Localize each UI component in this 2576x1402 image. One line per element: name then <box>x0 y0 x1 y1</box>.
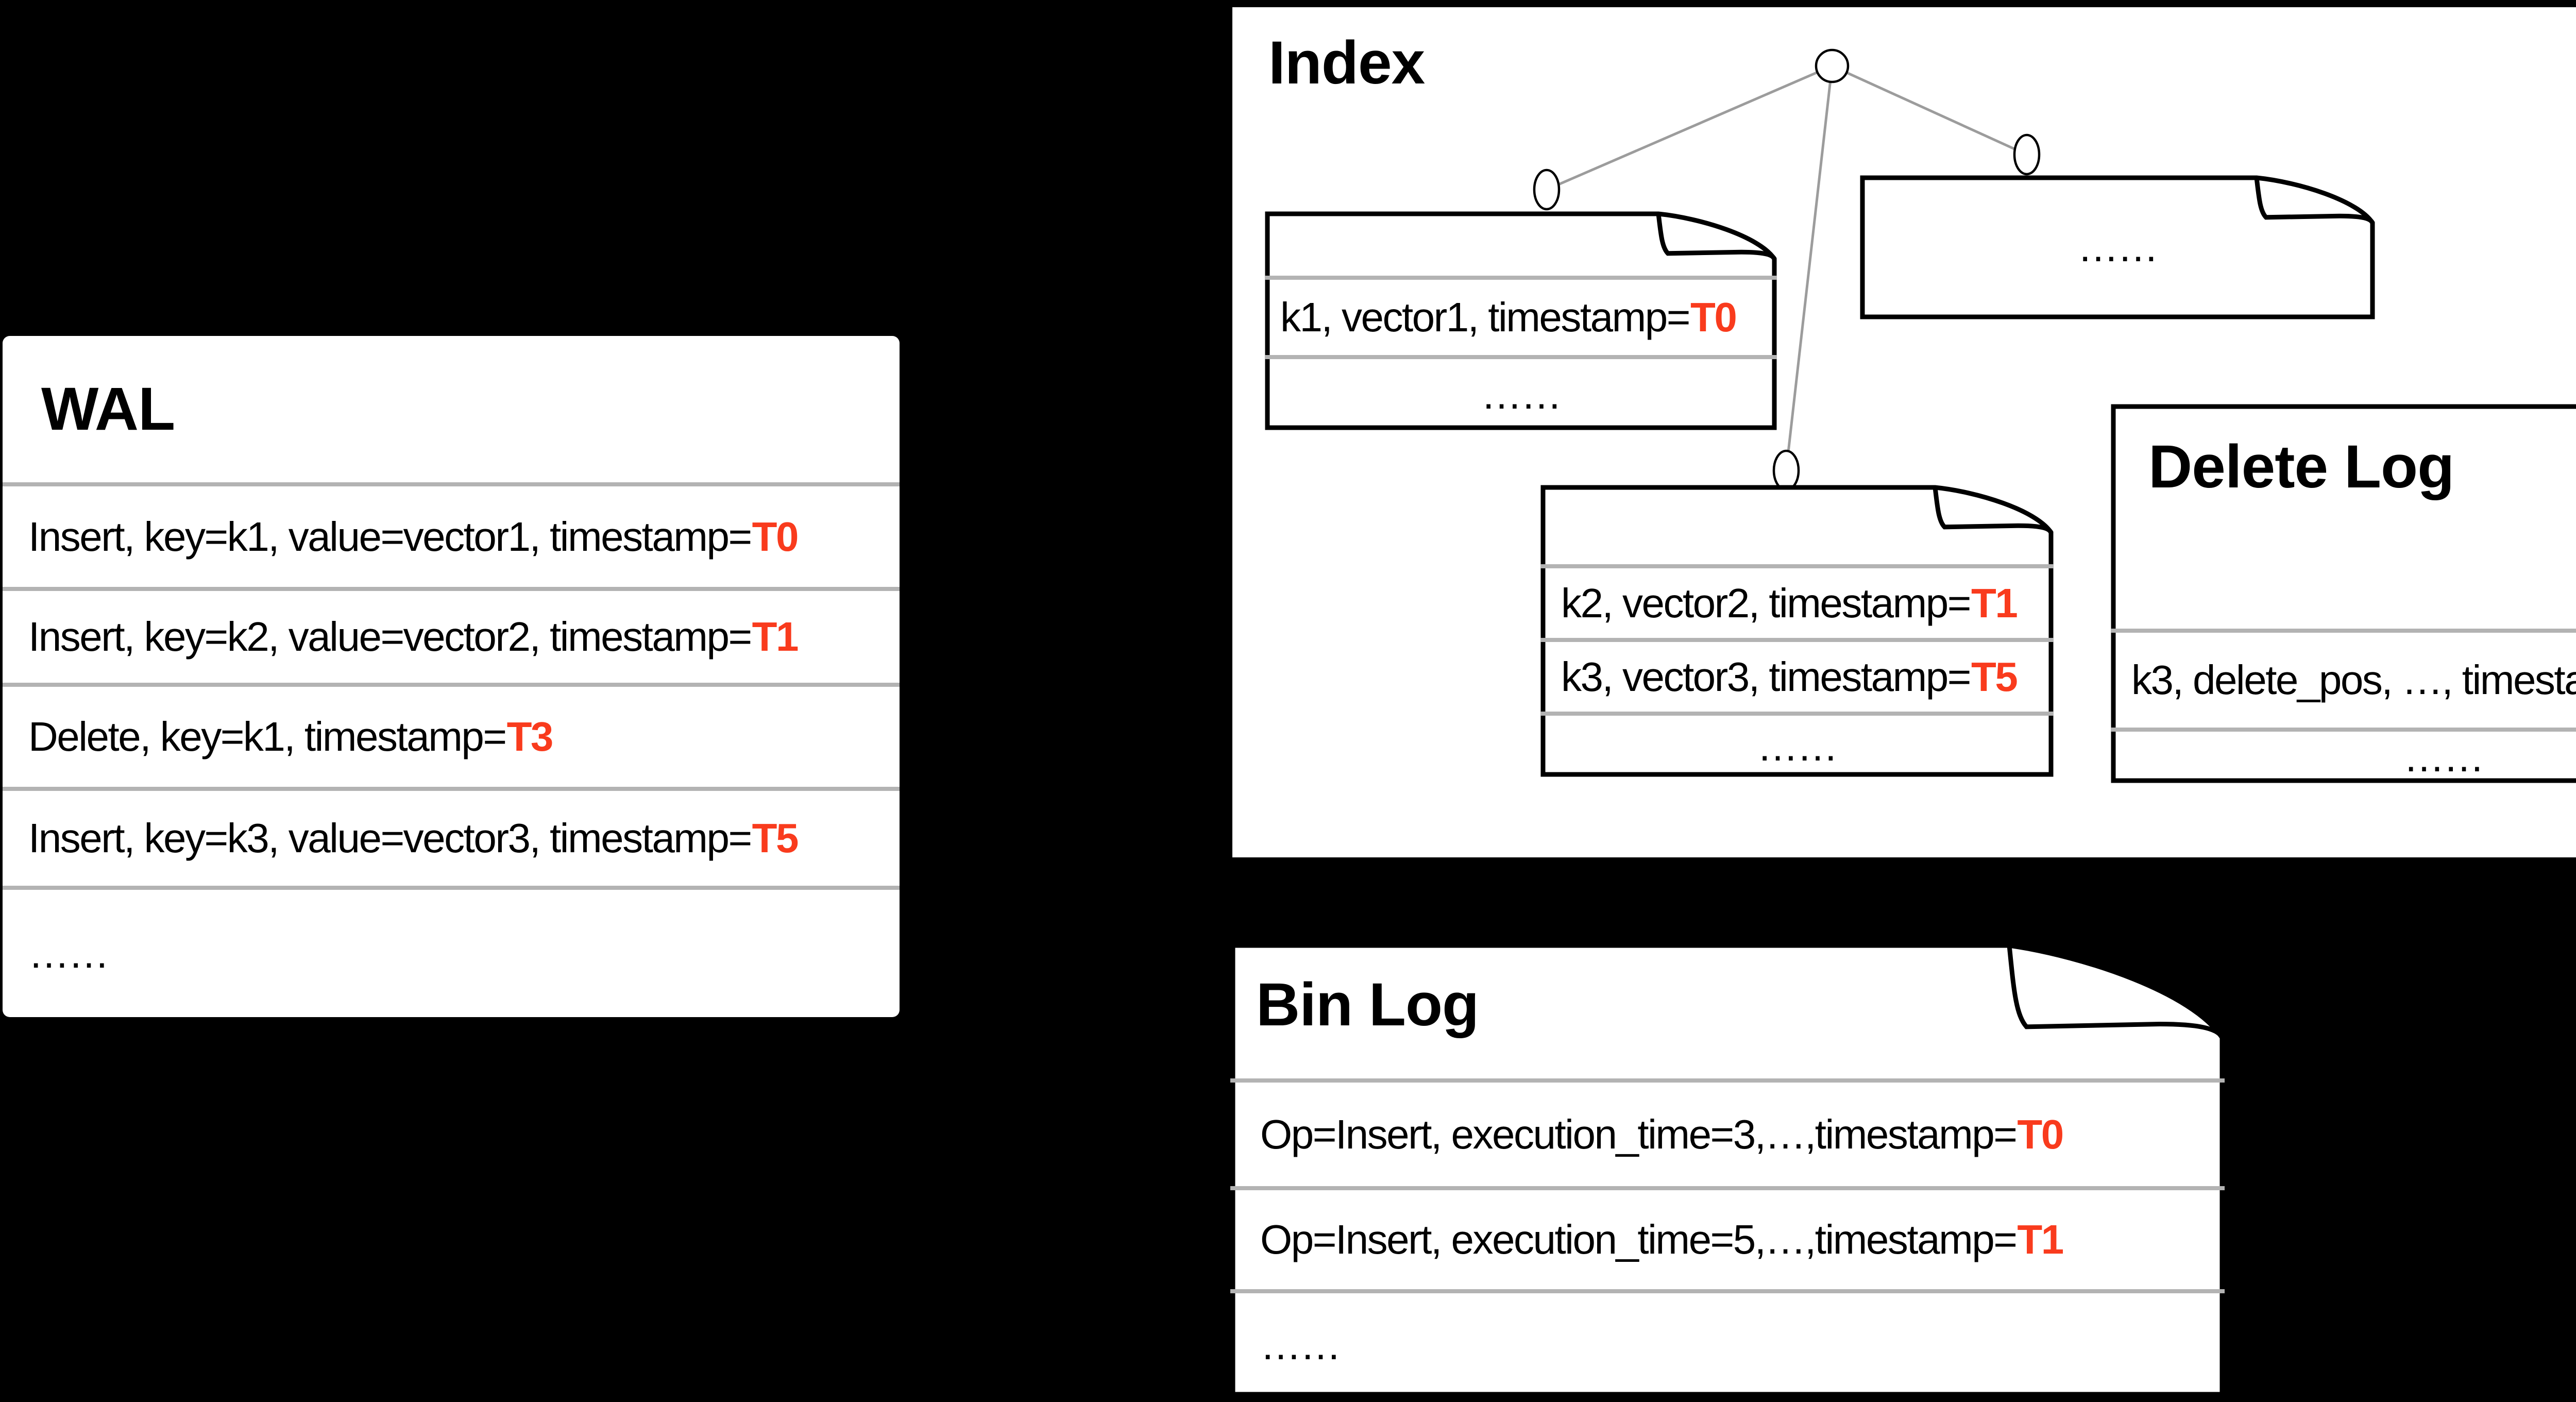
timestamp-value: T0 <box>1690 294 1737 340</box>
index-segment-doc-k2: k2, vector2, timestamp=T1 k3, vector3, t… <box>1540 485 2054 777</box>
document-shape-icon <box>1860 175 2375 319</box>
timestamp-value: T1 <box>752 614 799 660</box>
segment-row-text: …… <box>2077 224 2159 270</box>
segment-row-text: …… <box>1481 371 1563 417</box>
timestamp-value: T5 <box>1971 653 2018 700</box>
segment-row-text: k1, vector1, timestamp= <box>1280 294 1690 340</box>
segment-row-text: k3, vector3, timestamp= <box>1561 653 1971 700</box>
bin-log-row-insert-t1: Op=Insert, execution_time=5,…,timestamp=… <box>1230 1186 2225 1289</box>
delete-log-row-text: k3, delete_pos, …, timestamp= <box>2131 657 2576 703</box>
bin-log-title: Bin Log <box>1256 971 1479 1039</box>
bin-log-row-text: …… <box>1260 1322 1342 1368</box>
wal-row-insert-k3: Insert, key=k3, value=vector3, timestamp… <box>3 787 900 886</box>
delete-log-row-text: …… <box>2403 734 2485 780</box>
segment-row-ellipsis: …… <box>1265 355 1777 430</box>
timestamp-value: T5 <box>752 815 799 861</box>
bin-log-row-insert-t0: Op=Insert, execution_time=3,…,timestamp=… <box>1230 1078 2225 1186</box>
index-segment-doc-more: …… <box>1860 175 2375 319</box>
wal-row-insert-k2: Insert, key=k2, value=vector2, timestamp… <box>3 587 900 683</box>
index-segment-doc-k1: k1, vector1, timestamp=T0 …… <box>1265 211 1777 430</box>
wal-row-text: Insert, key=k2, value=vector2, timestamp… <box>28 614 752 660</box>
segment-row-ellipsis: …… <box>1860 175 2375 319</box>
delete-log-doc: Delete Log k3, delete_pos, …, timestamp=… <box>2111 404 2576 783</box>
segment-row-k3: k3, vector3, timestamp=T5 <box>1540 638 2054 712</box>
wal-row-text: …… <box>28 930 110 976</box>
bin-log-row-text: Op=Insert, execution_time=5,…,timestamp= <box>1260 1217 2018 1262</box>
segment-row-text: k2, vector2, timestamp= <box>1561 580 1971 626</box>
bin-log-doc: Bin Log Op=Insert, execution_time=3,…,ti… <box>1230 943 2225 1397</box>
timestamp-value: T0 <box>2017 1111 2064 1157</box>
timestamp-value: T1 <box>1971 580 2018 626</box>
wal-row-text: Insert, key=k3, value=vector3, timestamp… <box>28 815 752 861</box>
segment-row-ellipsis: …… <box>1540 712 2054 777</box>
segment-row-text: …… <box>1757 723 1839 769</box>
delete-log-row-ellipsis: …… <box>2111 728 2576 783</box>
wal-row-delete-k1: Delete, key=k1, timestamp=T3 <box>3 683 900 787</box>
wal-row-insert-k1: Insert, key=k1, value=vector1, timestamp… <box>3 482 900 587</box>
delete-log-row-k3: k3, delete_pos, …, timestamp=T3 <box>2111 629 2576 728</box>
timestamp-value: T1 <box>2017 1217 2064 1262</box>
index-title: Index <box>1268 29 1425 97</box>
wal-row-ellipsis: …… <box>3 886 900 1017</box>
timestamp-value: T3 <box>506 714 554 759</box>
wal-title: WAL <box>41 375 175 443</box>
segment-row-k2: k2, vector2, timestamp=T1 <box>1540 564 2054 638</box>
timestamp-value: T0 <box>752 513 799 560</box>
document-shape-icon <box>1265 211 1777 430</box>
wal-row-text: Insert, key=k1, value=vector1, timestamp… <box>28 513 752 560</box>
wal-box: WAL Insert, key=k1, value=vector1, times… <box>3 336 900 1017</box>
document-shape-icon <box>1540 485 2054 777</box>
bin-log-row-ellipsis: …… <box>1230 1289 2225 1397</box>
document-shape-icon <box>1230 943 2225 1397</box>
segment-row-k1: k1, vector1, timestamp=T0 <box>1265 276 1777 355</box>
delete-log-title: Delete Log <box>2148 433 2454 501</box>
bin-log-row-text: Op=Insert, execution_time=3,…,timestamp= <box>1260 1111 2018 1157</box>
wal-row-text: Delete, key=k1, timestamp= <box>28 714 507 759</box>
document-shape-icon <box>2111 404 2576 783</box>
